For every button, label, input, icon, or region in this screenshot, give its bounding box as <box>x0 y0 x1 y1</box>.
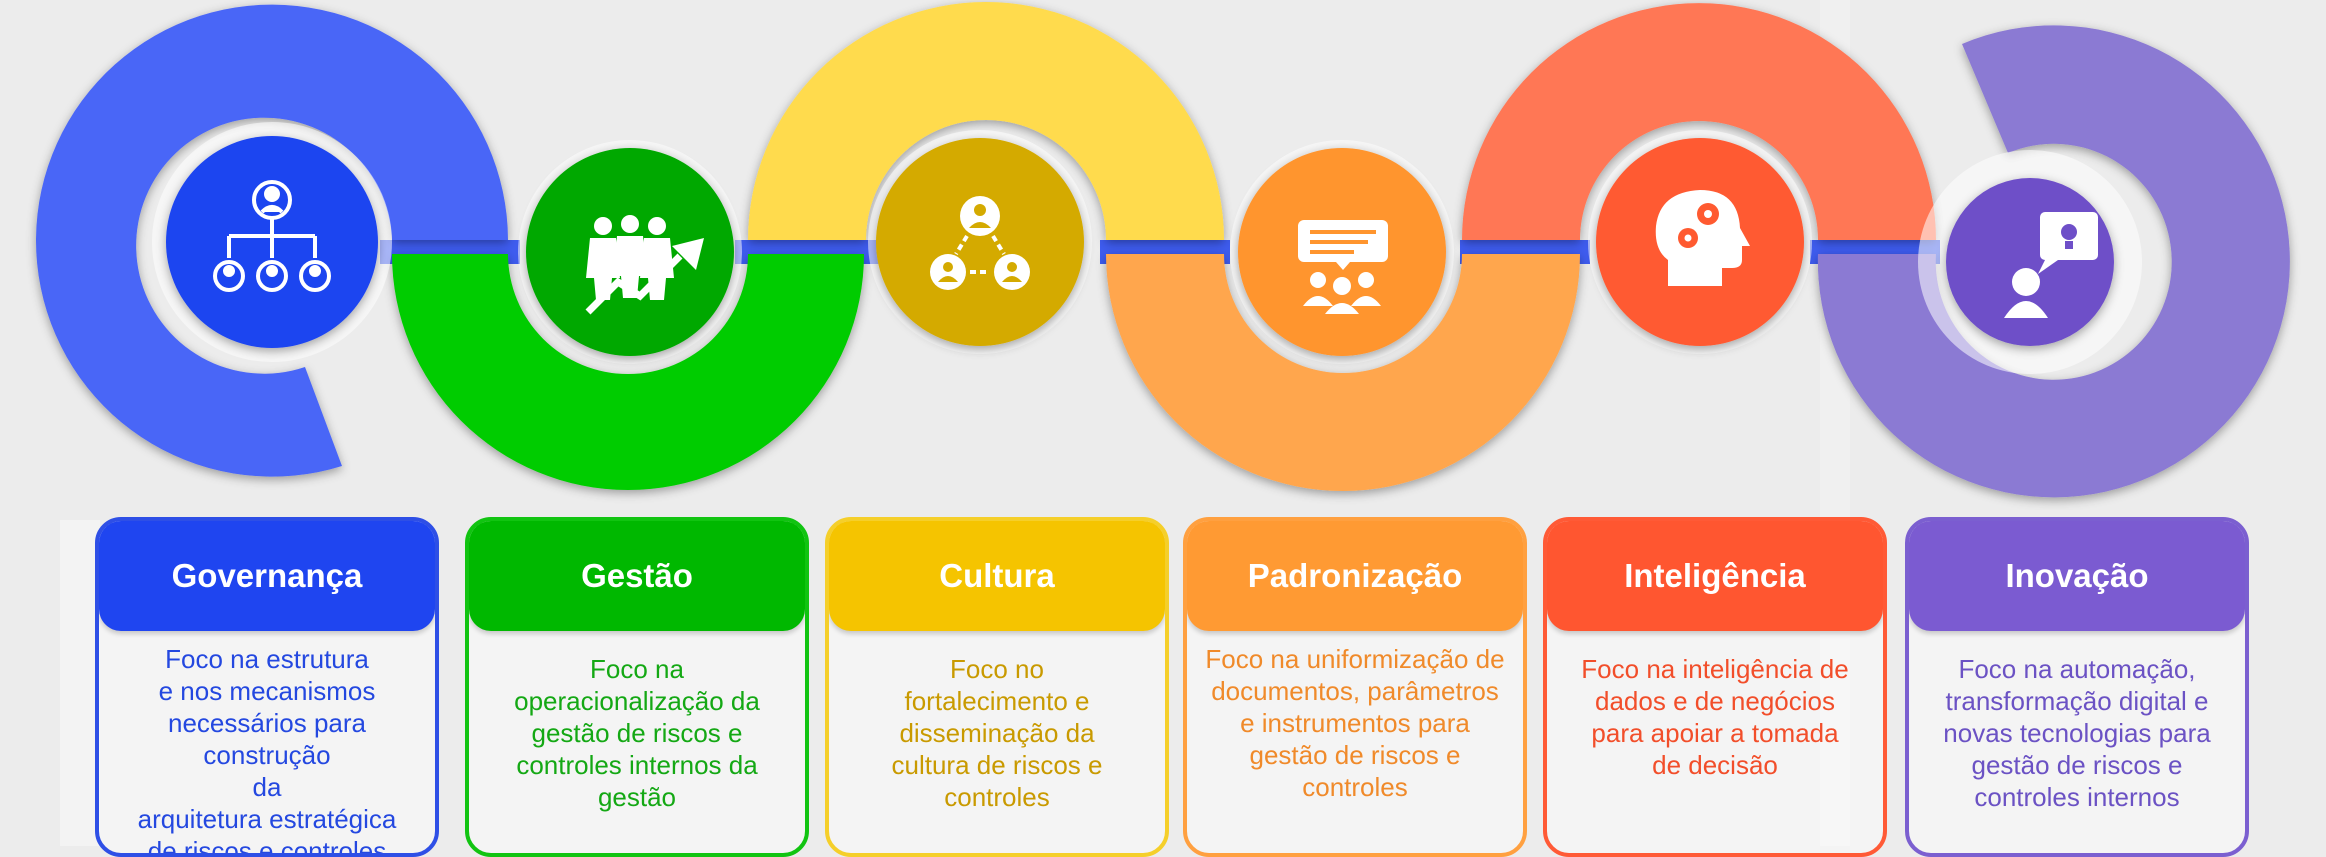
card-title-padronizacao: Padronização <box>1187 521 1523 631</box>
card-gestao: Gestão Foco na operacionalização da gest… <box>465 517 809 857</box>
card-description-gestao: Foco na operacionalização da gestão de r… <box>514 654 760 812</box>
card-title-cultura: Cultura <box>829 521 1165 631</box>
stage-circle-cultura <box>876 138 1084 346</box>
wave-segment-inovacao <box>1817 25 2290 498</box>
team-growth-icon <box>585 215 704 315</box>
wave-segment-gestao <box>392 254 864 490</box>
wave-segment-padronizacao <box>1106 254 1580 491</box>
card-description-padronizacao: Foco na uniformização de documentos, par… <box>1205 644 1505 802</box>
wave-segment-cultura <box>748 2 1224 240</box>
wave-segment-governanca <box>36 4 509 477</box>
card-governanca: Governança Foco na estrutura e nos mecan… <box>95 517 439 857</box>
people-network-icon <box>930 196 1030 290</box>
wave-diagram <box>36 2 2290 498</box>
wave-segment-inteligencia <box>1462 3 1936 241</box>
card-inovacao: Inovação Foco na automação, transformaçã… <box>1905 517 2249 857</box>
card-title-governanca: Governança <box>99 521 435 631</box>
stage-circle-gestao <box>526 148 734 356</box>
card-description-governanca: Foco na estrutura e nos mecanismos neces… <box>137 644 397 857</box>
person-idea-icon <box>2004 212 2098 318</box>
head-gears-icon <box>1655 190 1750 286</box>
card-description-cultura: Foco no fortalecimento e disseminação da… <box>891 654 1103 812</box>
card-description-inteligencia: Foco na inteligência de dados e de negóc… <box>1581 654 1849 780</box>
card-description-inovacao: Foco na automação, transformação digital… <box>1943 654 2211 812</box>
stage-circle-padronizacao <box>1238 148 1446 356</box>
card-title-inovacao: Inovação <box>1909 521 2245 631</box>
card-title-inteligencia: Inteligência <box>1547 521 1883 631</box>
stage-circle-governanca <box>166 136 378 348</box>
stage-circle-inteligencia <box>1596 138 1804 346</box>
card-padronizacao: Padronização Foco na uniformização de do… <box>1183 517 1527 857</box>
org-chart-icon <box>213 180 331 292</box>
background-shape-left <box>60 520 100 846</box>
card-cultura: Cultura Foco no fortalecimento e dissemi… <box>825 517 1169 857</box>
card-inteligencia: Inteligência Foco na inteligência de dad… <box>1543 517 1887 857</box>
card-title-gestao: Gestão <box>469 521 805 631</box>
meeting-presentation-icon <box>1298 220 1388 314</box>
stage-circle-inovacao <box>1946 178 2114 346</box>
